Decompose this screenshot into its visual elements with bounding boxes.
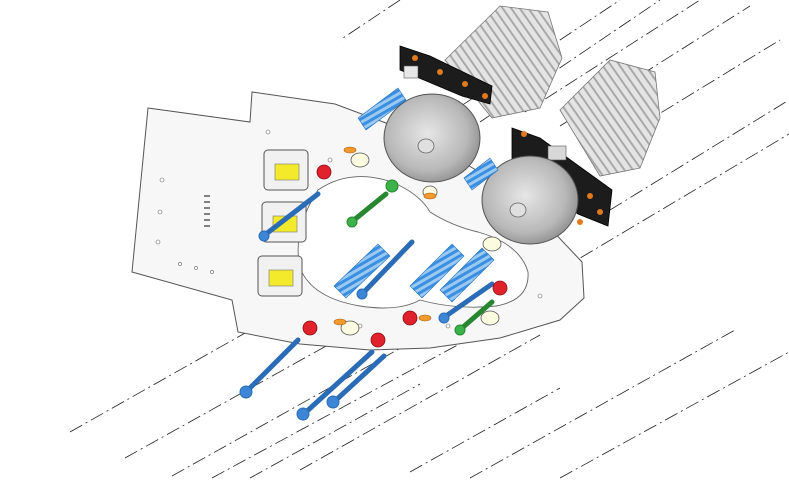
white-spacer bbox=[350, 152, 370, 168]
pcb-pad bbox=[577, 219, 583, 225]
centerline bbox=[249, 383, 421, 479]
green-screw-head bbox=[385, 179, 399, 193]
plate-hole bbox=[159, 177, 165, 183]
screw-head bbox=[296, 407, 310, 421]
plate-hole bbox=[155, 239, 161, 245]
blue-screw bbox=[361, 239, 415, 295]
motor-shaft bbox=[417, 138, 435, 154]
led-emitter bbox=[272, 215, 298, 233]
plate-hole bbox=[210, 270, 214, 274]
pcb-pad bbox=[462, 81, 468, 87]
orange-washer bbox=[343, 146, 357, 154]
blue-screw bbox=[263, 191, 321, 237]
green-screw-head bbox=[454, 324, 466, 336]
heatsink-upper bbox=[444, 5, 563, 119]
screw-head bbox=[438, 312, 450, 324]
pcb-pad bbox=[412, 55, 418, 61]
plate-hole bbox=[327, 157, 333, 163]
washer-group bbox=[333, 146, 437, 326]
blue-screw bbox=[333, 353, 387, 403]
pin-header bbox=[204, 195, 210, 227]
pcb-pad bbox=[521, 131, 527, 137]
blue-spring bbox=[463, 157, 499, 191]
led-emitter bbox=[268, 269, 294, 287]
blue-spring bbox=[439, 247, 495, 303]
centerline bbox=[559, 133, 789, 271]
screw-head bbox=[239, 385, 253, 399]
screw-head bbox=[326, 395, 340, 409]
centerline bbox=[339, 0, 401, 41]
white-spacer bbox=[482, 236, 502, 252]
blue-screw bbox=[245, 337, 301, 393]
motor-group bbox=[383, 93, 579, 245]
centerline bbox=[469, 329, 736, 479]
red-nut bbox=[402, 310, 418, 326]
screw-group bbox=[239, 191, 495, 421]
green-screw-group bbox=[346, 179, 495, 336]
white-spacer bbox=[480, 310, 500, 326]
white-spacer bbox=[340, 320, 360, 336]
green-screw-head bbox=[346, 216, 358, 228]
red-nut bbox=[316, 164, 332, 180]
plate-hole bbox=[178, 262, 182, 266]
motor-upper bbox=[383, 93, 481, 183]
plate-hole bbox=[194, 266, 198, 270]
centerline bbox=[299, 334, 541, 471]
pcb-pad bbox=[482, 93, 488, 99]
pcb-pad bbox=[587, 193, 593, 199]
centerline bbox=[171, 325, 441, 477]
pcb-pad bbox=[597, 209, 603, 215]
centerline bbox=[524, 0, 701, 113]
led-module-group bbox=[257, 149, 309, 297]
pcb-pad bbox=[437, 69, 443, 75]
orange-washer bbox=[418, 314, 432, 322]
blue-spring bbox=[357, 87, 407, 131]
plate-hole bbox=[157, 209, 163, 215]
screw-head bbox=[356, 288, 368, 300]
led-emitter bbox=[274, 163, 300, 181]
screw-head bbox=[258, 230, 270, 242]
green-screw bbox=[459, 299, 495, 331]
spacer-group bbox=[340, 152, 502, 336]
plate-hole bbox=[265, 129, 271, 135]
heatsink-lower bbox=[559, 59, 661, 177]
motor-lower bbox=[481, 155, 579, 245]
red-nut bbox=[492, 280, 508, 296]
spring-group bbox=[333, 87, 499, 303]
blue-screw bbox=[303, 349, 375, 415]
red-nut-group bbox=[302, 164, 508, 348]
red-nut bbox=[302, 320, 318, 336]
centerline bbox=[609, 99, 789, 211]
orange-washer bbox=[423, 192, 437, 200]
pcb-board-upper bbox=[399, 45, 493, 105]
orange-washer bbox=[333, 318, 347, 326]
plate-hole bbox=[537, 293, 543, 299]
plate-hole bbox=[445, 323, 451, 329]
blue-spring bbox=[333, 243, 391, 299]
red-nut bbox=[370, 332, 386, 348]
pcb-chip bbox=[403, 65, 419, 79]
blue-spring bbox=[409, 243, 465, 299]
motor-shaft bbox=[509, 202, 527, 218]
green-screw bbox=[351, 191, 389, 223]
centerline bbox=[559, 351, 789, 479]
pcb-chip bbox=[547, 145, 567, 161]
centerline bbox=[211, 321, 501, 479]
centerline bbox=[409, 387, 561, 473]
blue-screw bbox=[443, 281, 495, 319]
plate-hole-group bbox=[155, 129, 543, 329]
